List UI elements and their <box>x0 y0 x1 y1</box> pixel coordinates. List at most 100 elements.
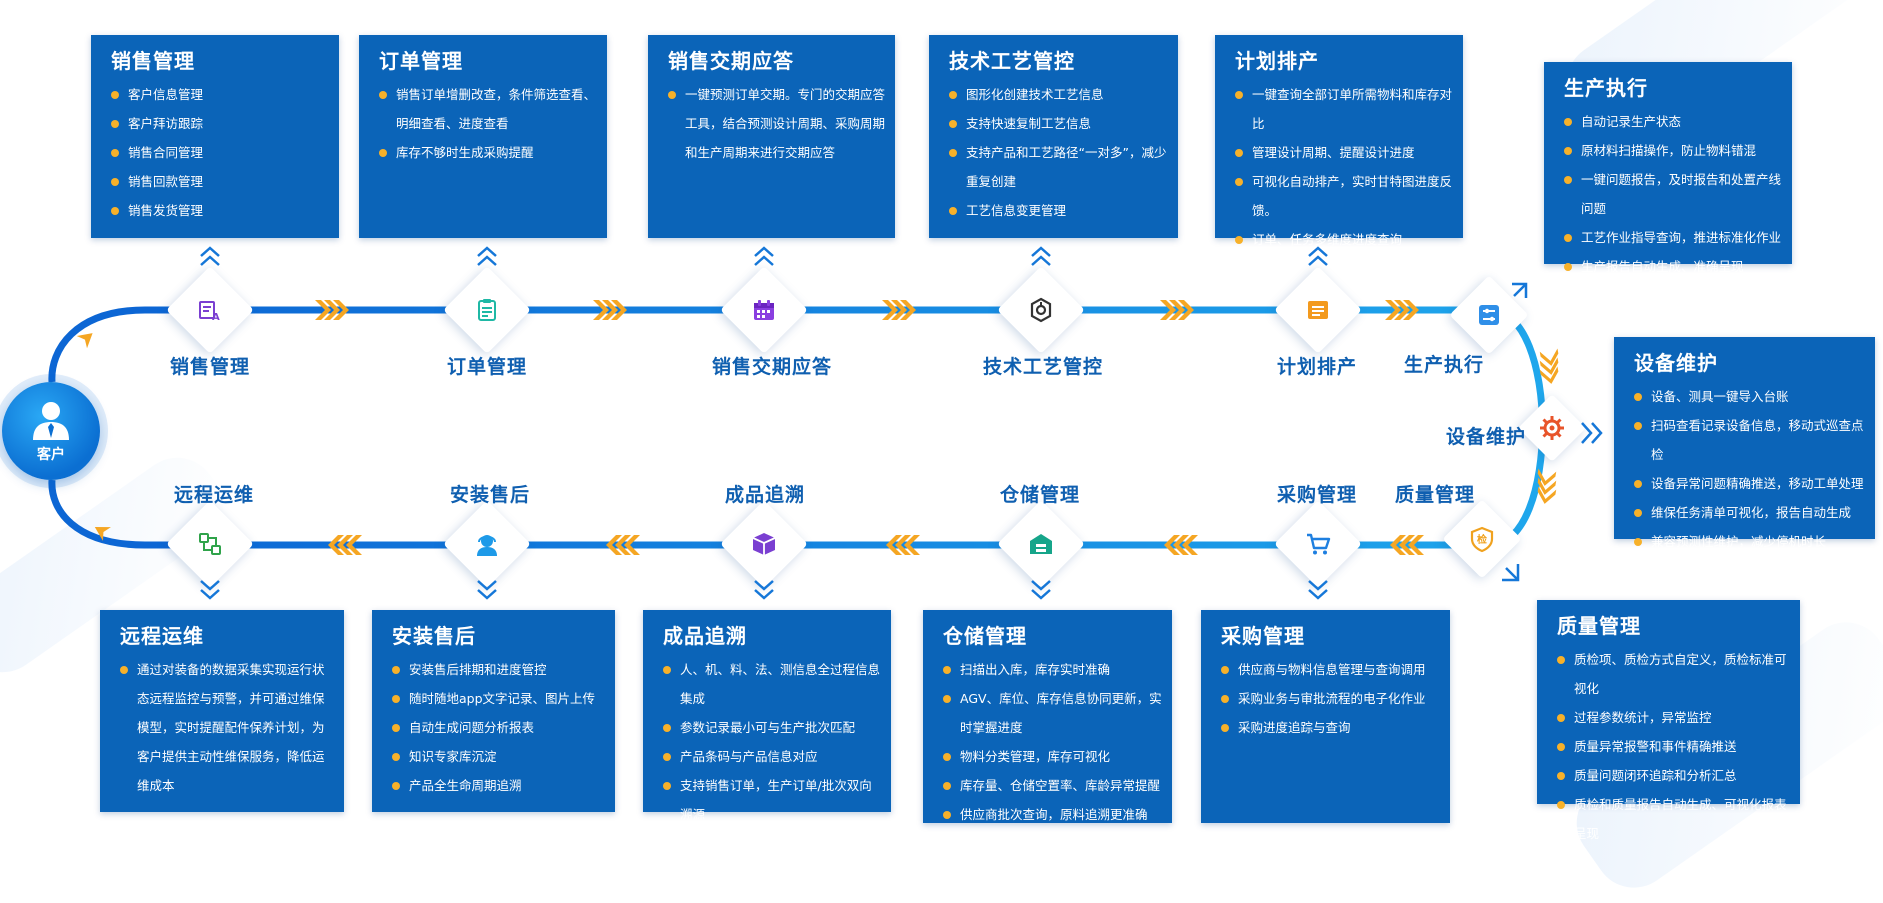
label-quality-management: 质量管理 <box>1394 484 1476 506</box>
node-sales-management[interactable]: A <box>166 266 254 354</box>
list-item: 自动生成问题分析报表 <box>392 713 605 742</box>
list-item: 物料分类管理，库存可视化 <box>943 742 1162 771</box>
flow-arrow-icon <box>1539 357 1559 375</box>
flow-arrow-icon <box>593 300 609 320</box>
box-title: 销售管理 <box>111 49 195 73</box>
box-list: 自动记录生产状态 原材料扫描操作，防止物料错混 一键问题报告，及时报告和处置产线… <box>1544 107 1792 281</box>
box-list: 质检项、质检方式自定义，质检标准可视化 过程参数统计，异常监控 质量异常报警和事… <box>1537 645 1800 848</box>
purchase-management-box: 采购管理 供应商与物料信息管理与查询调用 采购业务与审批流程的电子化作业 采购进… <box>1201 610 1450 823</box>
list-item: 供应商批次查询，原料追溯更准确 <box>943 800 1162 829</box>
list-item: 工艺信息变更管理 <box>949 196 1168 225</box>
customer-label: 客户 <box>37 447 65 463</box>
list-item: 随时随地app文字记录、图片上传 <box>392 684 605 713</box>
flow-arrow-icon <box>1403 300 1419 320</box>
box-list: 客户信息管理 客户拜访跟踪 销售合同管理 销售回款管理 销售发货管理 <box>91 80 339 225</box>
node-after-sales[interactable] <box>443 500 531 588</box>
flow-arrow-icon <box>1537 468 1557 486</box>
list-item: 生产报告自动生成、准确呈现 <box>1564 252 1782 281</box>
list-item: 通过对装备的数据采集实现运行状态远程监控与预警，并可通过维保模型，实时提醒配件保… <box>120 655 334 800</box>
node-process-control[interactable] <box>997 266 1085 354</box>
list-item: 扫码查看记录设备信息，移动式巡查点检 <box>1634 411 1865 469</box>
list-item: 客户拜访跟踪 <box>111 109 329 138</box>
list-item: 原材料扫描操作，防止物料错混 <box>1564 136 1782 165</box>
node-product-traceability[interactable] <box>720 500 808 588</box>
process-gear-icon <box>1027 296 1055 324</box>
flow-arrow-icon <box>1537 477 1557 495</box>
chevron-up-icon <box>474 244 500 270</box>
flow-arrow-icon <box>337 535 353 555</box>
flow-arrow-icon <box>1169 300 1185 320</box>
list-item: 质检和质量报告自动生成、可视化报表呈现 <box>1557 790 1790 848</box>
chevron-down-icon <box>1305 576 1331 602</box>
list-item: 供应商与物料信息管理与查询调用 <box>1221 655 1440 684</box>
box-title: 成品追溯 <box>663 624 747 648</box>
list-item: 设备异常问题精确推送，移动工单处理 <box>1634 469 1865 498</box>
flow-arrow-icon <box>895 535 911 555</box>
flow-arrow-icon <box>333 300 349 320</box>
node-order-management[interactable] <box>443 266 531 354</box>
list-item: 质检项、质检方式自定义，质检标准可视化 <box>1557 645 1790 703</box>
list-item: 订单、任务多维度进度查询 <box>1235 225 1453 254</box>
list-item: 销售发货管理 <box>111 196 329 225</box>
box-title: 远程运维 <box>120 624 204 648</box>
quality-shield-icon: 检 <box>1468 525 1496 553</box>
package-box-icon <box>750 530 778 558</box>
svg-text:A: A <box>212 312 220 323</box>
chevron-down-icon <box>751 576 777 602</box>
production-execution-box: 生产执行 自动记录生产状态 原材料扫描操作，防止物料错混 一键问题报告，及时报告… <box>1544 62 1792 274</box>
schedule-list-icon <box>1304 296 1332 324</box>
label-order-management: 订单管理 <box>446 356 528 378</box>
box-title: 设备维护 <box>1634 351 1718 375</box>
svg-text:检: 检 <box>1477 533 1487 546</box>
node-production-planning[interactable] <box>1274 266 1362 354</box>
node-quality-management[interactable]: 检 <box>1442 499 1522 579</box>
chevron-down-icon <box>1028 576 1054 602</box>
flow-arrow-icon <box>324 300 340 320</box>
flow-arrow-icon <box>606 535 622 555</box>
flow-arrow-icon <box>76 333 93 349</box>
node-purchase-management[interactable] <box>1274 500 1362 588</box>
list-item: AGV、库位、库存信息协同更新，实时掌握进度 <box>943 684 1162 742</box>
sales-management-box: 销售管理 客户信息管理 客户拜访跟踪 销售合同管理 销售回款管理 销售发货管理 <box>91 35 339 238</box>
box-list: 供应商与物料信息管理与查询调用 采购业务与审批流程的电子化作业 采购进度追踪与查… <box>1201 655 1450 742</box>
box-list: 安装售后排期和进度管控 随时随地app文字记录、图片上传 自动生成问题分析报表 … <box>372 655 615 800</box>
flow-arrow-icon <box>1182 535 1198 555</box>
flow-arrow-icon <box>1390 535 1406 555</box>
flow-arrow-icon <box>1408 535 1424 555</box>
box-title: 技术工艺管控 <box>949 49 1075 73</box>
box-list: 扫描出入库，库存实时准确 AGV、库位、库存信息协同更新，实时掌握进度 物料分类… <box>923 655 1172 829</box>
flow-arrow-icon <box>328 535 344 555</box>
flow-arrow-icon <box>624 535 640 555</box>
customer-node[interactable]: 客户 <box>2 382 100 480</box>
flow-arrow-icon <box>1178 300 1194 320</box>
flow-arrow-icon <box>1173 535 1189 555</box>
list-item: 库存不够时生成采购提醒 <box>379 138 597 167</box>
box-title: 订单管理 <box>379 49 463 73</box>
flow-arrow-icon <box>882 300 898 320</box>
label-delivery-response: 销售交期应答 <box>711 356 833 378</box>
list-item: 过程参数统计，异常监控 <box>1557 703 1790 732</box>
delivery-response-box: 销售交期应答 一键预测订单交期。专门的交期应答工具，结合预测设计周期、采购周期和… <box>648 35 895 238</box>
list-item: 参数记录最小可与生产批次匹配 <box>663 713 881 742</box>
node-equipment-maintenance[interactable] <box>1518 394 1586 462</box>
node-warehouse-management[interactable] <box>997 500 1085 588</box>
node-remote-ops[interactable] <box>166 500 254 588</box>
node-delivery-response[interactable] <box>720 266 808 354</box>
after-sales-box: 安装售后 安装售后排期和进度管控 随时随地app文字记录、图片上传 自动生成问题… <box>372 610 615 812</box>
list-item: 支持产品和工艺路径“一对多”，减少重复创建 <box>949 138 1168 196</box>
node-production-execution[interactable] <box>1449 275 1529 355</box>
chevron-right-icon <box>1578 418 1608 448</box>
process-control-box: 技术工艺管控 图形化创建技术工艺信息 支持快速复制工艺信息 支持产品和工艺路径“… <box>929 35 1178 238</box>
label-equipment-maintenance: 设备维护 <box>1445 426 1527 448</box>
flow-arrow-icon <box>1160 300 1176 320</box>
equipment-maintenance-box: 设备维护 设备、测具一键导入台账 扫码查看记录设备信息，移动式巡查点检 设备异常… <box>1614 337 1875 549</box>
flow-arrow-icon <box>1394 300 1410 320</box>
list-item: 工艺作业指导查询，推进标准化作业 <box>1564 223 1782 252</box>
box-title: 计划排产 <box>1235 49 1319 73</box>
list-item: 兼容预测性维护，减少停机时长 <box>1634 527 1865 556</box>
label-sales-management: 销售管理 <box>169 356 251 378</box>
remote-ops-box: 远程运维 通过对装备的数据采集实现运行状态远程监控与预警，并可通过维保模型，实时… <box>100 610 344 812</box>
warehouse-icon <box>1027 530 1055 558</box>
corner-arrow-up-right-icon <box>1506 278 1532 304</box>
